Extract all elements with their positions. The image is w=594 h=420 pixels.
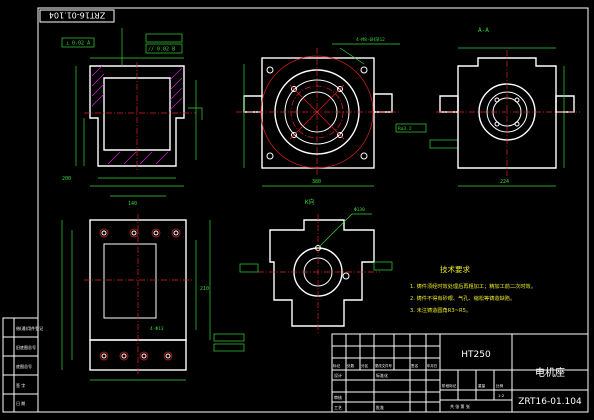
left-table-text-2: 旧底图总号 [16, 344, 36, 350]
tech-req-title: 技术要求 [440, 264, 470, 274]
tb-role-std: 标准化 [376, 372, 388, 378]
tb-stage-mark: 阶段标记 [442, 383, 457, 388]
rotated-drawing-code: ZRT16-01.104 [49, 11, 105, 20]
dim-holes-13: 4-Φ13 [150, 326, 164, 332]
side-view: 224 A-A [436, 27, 580, 187]
title-block: 标记 处数 分区 更改文件号 签名 年月日 设计 标准化 审核 工艺 批准 HT… [331, 333, 589, 413]
tb-label-zone: 分区 [361, 363, 369, 368]
dim-height-2: 210 [200, 286, 209, 292]
outer-frame [37, 7, 589, 413]
left-table-text-5: 日 期 [16, 400, 25, 406]
dim-height-1: 200 [62, 176, 71, 182]
dim-mid-total: 140 [128, 201, 137, 207]
left-table-text-4: 签 字 [16, 382, 25, 388]
section-view-aa: 140 ⊥ 0.02 A // 0.02 B 200 [61, 28, 203, 207]
left-side-table [2, 317, 39, 413]
tb-scale: 1:2 [498, 393, 505, 398]
dim-thread-holes: 4-M8-6H深12 [356, 36, 385, 43]
dim-dia-130: Φ130 [354, 207, 365, 213]
tb-material: HT250 [461, 350, 491, 360]
rotated-code-box [39, 9, 115, 23]
tb-label-change-doc: 更改文件号 [375, 363, 393, 368]
tech-req-item-3: 3. 未注铸造圆角R3~R5。 [410, 306, 471, 314]
left-table-text-1: 借(通)用件登记 [16, 325, 43, 331]
tb-sheet: 共 张 第 张 [450, 403, 470, 409]
technical-requirements: 技术要求 1. 铸件须经时效处理后再粗加工；精加工前二次时效。 2. 铸件不得有… [410, 264, 536, 314]
view-label-aa: A-A [478, 27, 489, 34]
tb-part-name: 电机座 [535, 366, 565, 379]
tb-label-mark: 标记 [333, 363, 341, 368]
dim-right-total: 224 [500, 179, 509, 185]
tb-label-count: 处数 [347, 363, 355, 368]
view-label-k: K向 [305, 198, 315, 206]
tol-frame-2: // 0.02 B [148, 47, 175, 53]
k-view: K向 Φ130 [239, 198, 393, 334]
left-side-table-rows: 借(通)用件登记 旧底图总号 底图总号 签 字 日 期 [3, 318, 43, 412]
tb-weight: 重量 [478, 383, 486, 388]
tb-label-date: 年月日 [427, 363, 437, 368]
tb-role-design: 设计 [334, 372, 342, 378]
tb-role-process: 工艺 [334, 405, 342, 410]
bottom-view: 210 4-Φ13 [61, 214, 245, 381]
left-table-text-3: 底图总号 [16, 363, 32, 369]
dim-top-total: 380 [312, 179, 321, 185]
front-view: 380 4-M8-6H深12 Ra3.2 [236, 36, 459, 187]
tol-frame-1: ⊥ 0.02 A [66, 41, 90, 47]
roughness-1: Ra3.2 [398, 126, 412, 132]
tech-req-item-2: 2. 铸件不得有砂眼、气孔、缩松等铸造缺陷。 [410, 294, 515, 302]
tech-req-item-1: 1. 铸件须经时效处理后再粗加工；精加工前二次时效。 [410, 282, 536, 290]
tb-label-sign: 签名 [411, 363, 419, 368]
tb-role-review: 审核 [334, 394, 342, 400]
tb-role-approve: 批准 [376, 404, 384, 410]
tb-drawing-number: ZRT16-01.104 [518, 397, 582, 407]
tb-scale-label: 比例 [496, 383, 504, 388]
